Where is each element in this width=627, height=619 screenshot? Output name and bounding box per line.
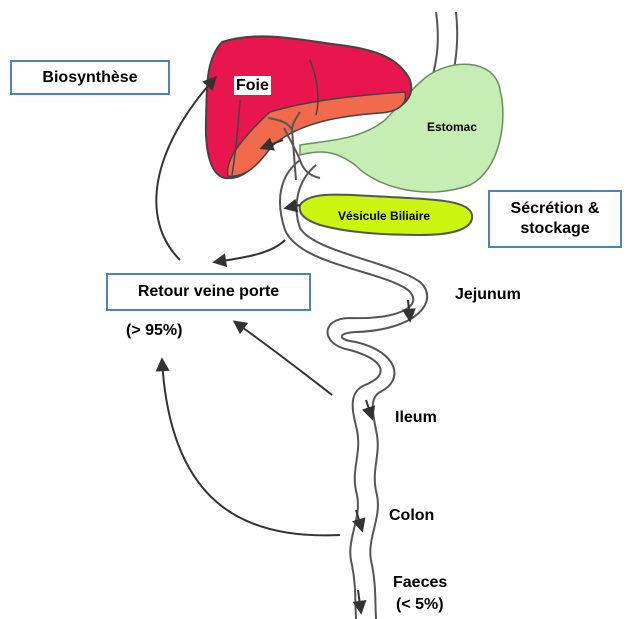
gallbladder-flow-arrow: [286, 205, 300, 208]
liver-label: Foie: [234, 76, 271, 95]
retour-label: Retour veine porte: [138, 282, 279, 302]
stomach-label: Estomac: [427, 118, 477, 137]
gallbladder-label: Vésicule Biliaire: [338, 207, 430, 226]
secretion-label-line1: Sécrétion &: [511, 199, 600, 219]
secretion-box: Sécrétion & stockage: [488, 190, 622, 248]
colon-label: Colon: [389, 506, 434, 525]
intestine-flow-arrow: [366, 400, 372, 418]
arrow-to-retour: [215, 240, 285, 262]
retour-box: Retour veine porte: [106, 273, 311, 311]
jejunum-label: Jejunum: [455, 285, 521, 304]
secretion-label-line2: stockage: [520, 219, 589, 239]
arrow-colon-to-retour: [162, 360, 340, 535]
biosynthese-box: Biosynthèse: [10, 60, 170, 95]
intestine-flow-arrow: [408, 300, 410, 320]
faeces-percent: (< 5%): [396, 595, 444, 614]
biosynthese-label: Biosynthèse: [42, 68, 137, 88]
retour-percent: (> 95%): [126, 321, 182, 340]
arrow-ileum-to-retour: [235, 322, 332, 395]
faeces-label: Faeces: [393, 573, 447, 592]
intestine-flow-arrow: [358, 590, 361, 612]
ileum-label: Ileum: [395, 408, 437, 427]
